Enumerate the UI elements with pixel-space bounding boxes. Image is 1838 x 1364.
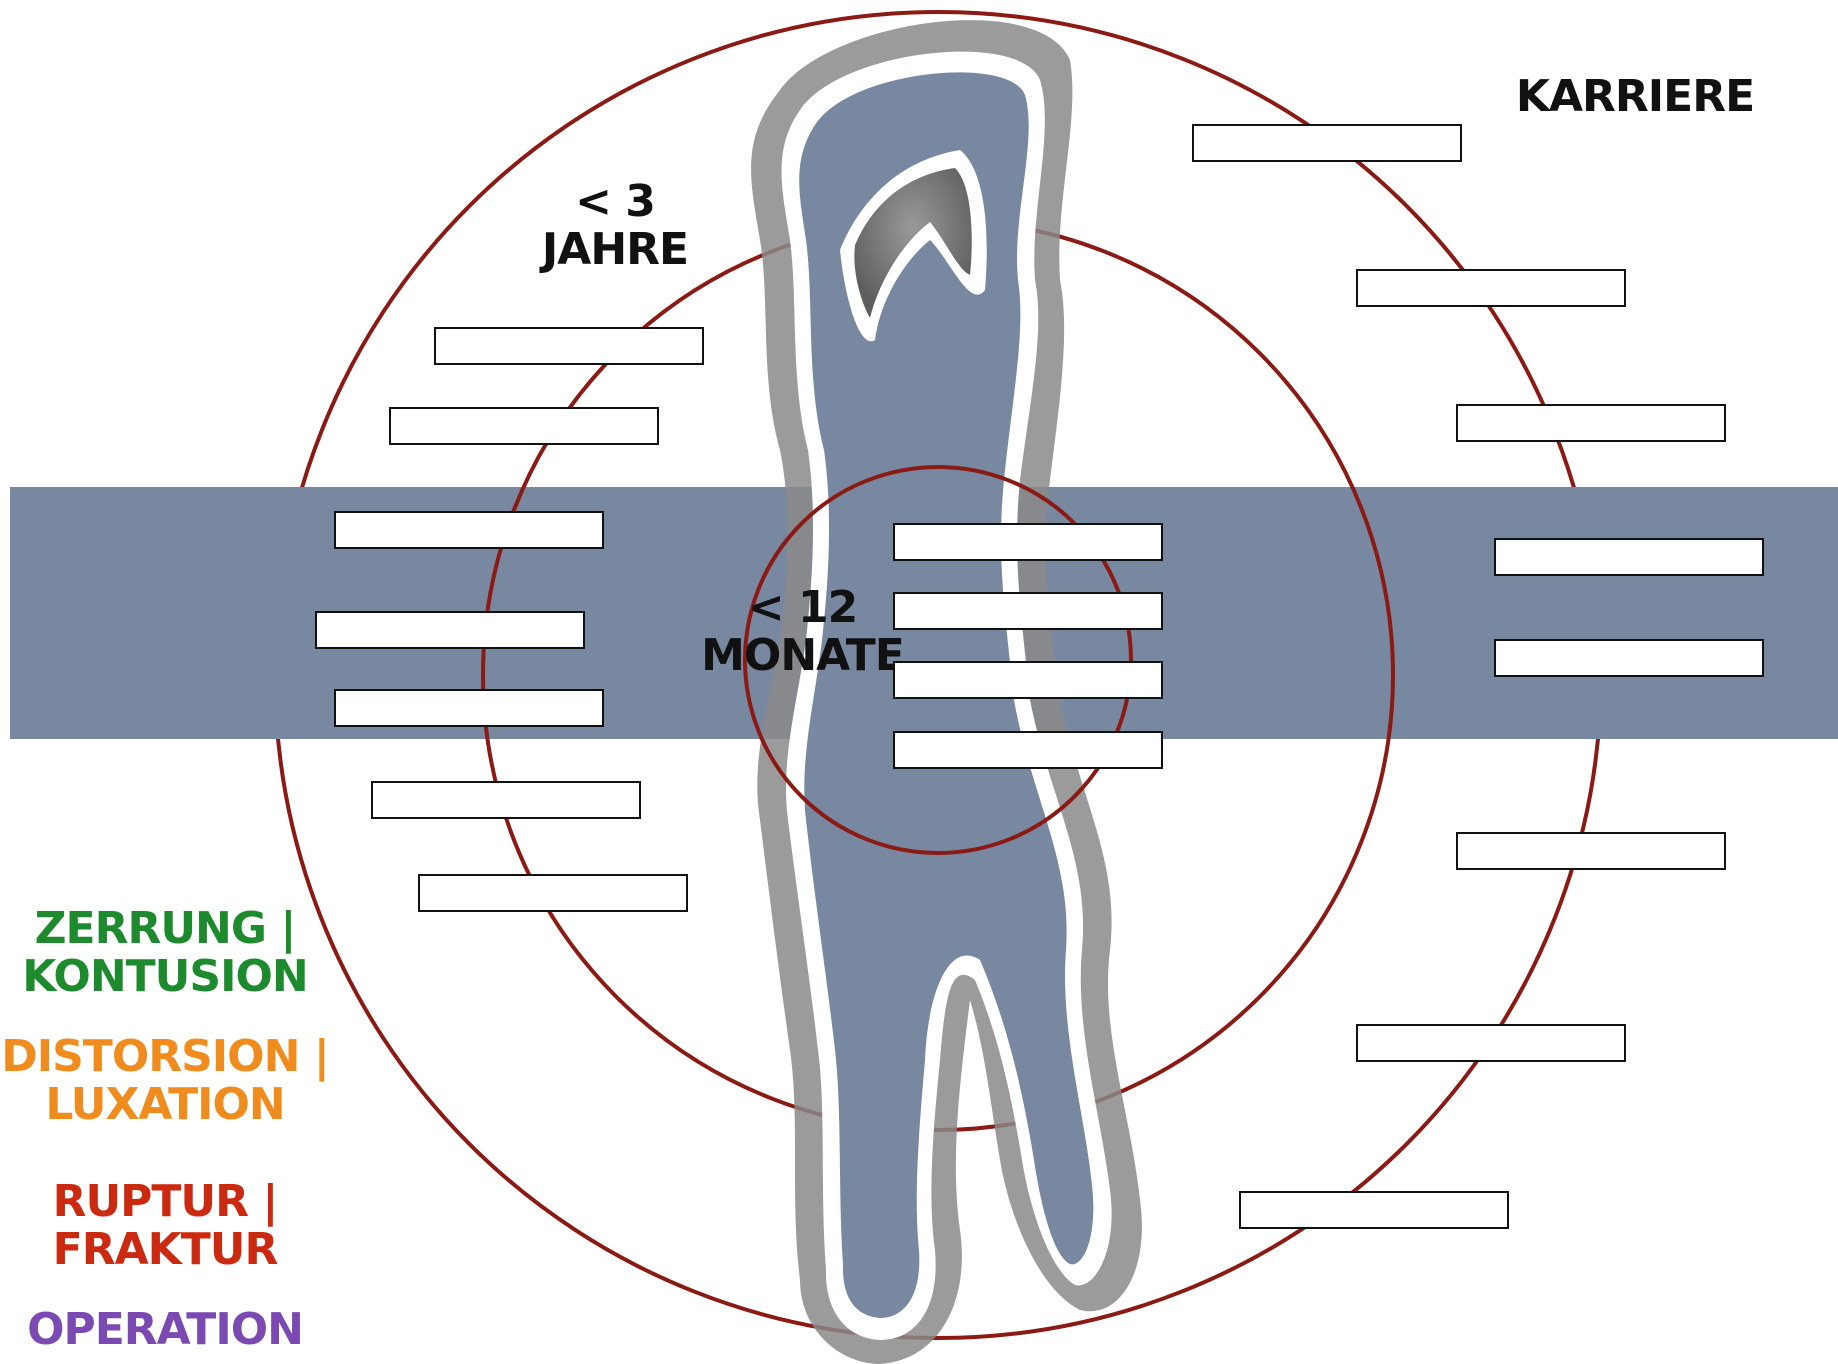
legend-rupture-line1: RUPTUR |: [0, 1178, 330, 1226]
legend-strain: ZERRUNG | KONTUSION: [0, 905, 330, 1002]
entry-box[interactable]: [334, 689, 604, 727]
entry-box[interactable]: [893, 592, 1163, 630]
label-career-text: KARRIERE: [1500, 73, 1770, 121]
legend-operation: OPERATION: [0, 1306, 330, 1354]
label-12-months-line2: MONATE: [700, 632, 905, 680]
entry-box[interactable]: [1356, 1024, 1626, 1062]
entry-box[interactable]: [1356, 269, 1626, 307]
entry-box[interactable]: [893, 523, 1163, 561]
entry-box[interactable]: [1494, 538, 1764, 576]
legend-strain-line2: KONTUSION: [0, 953, 330, 1001]
label-12-months-line1: < 12: [700, 584, 905, 632]
entry-box[interactable]: [1239, 1191, 1509, 1229]
legend-rupture-line2: FRAKTUR: [0, 1226, 330, 1274]
entry-box[interactable]: [389, 407, 659, 445]
entry-box[interactable]: [1192, 124, 1462, 162]
entry-box[interactable]: [893, 661, 1163, 699]
entry-box[interactable]: [434, 327, 704, 365]
entry-box[interactable]: [1494, 639, 1764, 677]
legend-sprain-line2: LUXATION: [0, 1081, 330, 1129]
label-12-months: < 12 MONATE: [700, 584, 905, 681]
entry-box[interactable]: [371, 781, 641, 819]
label-3-years: < 3 JAHRE: [530, 178, 700, 275]
legend-operation-line1: OPERATION: [0, 1306, 330, 1354]
entry-box[interactable]: [893, 731, 1163, 769]
legend-sprain: DISTORSION | LUXATION: [0, 1033, 330, 1130]
legend-rupture: RUPTUR | FRAKTUR: [0, 1178, 330, 1275]
entry-box[interactable]: [315, 611, 585, 649]
entry-box[interactable]: [1456, 832, 1726, 870]
entry-box[interactable]: [334, 511, 604, 549]
legend-strain-line1: ZERRUNG |: [0, 905, 330, 953]
legend-sprain-line1: DISTORSION |: [0, 1033, 330, 1081]
label-3-years-line1: < 3: [530, 178, 700, 226]
label-career: KARRIERE: [1500, 73, 1770, 121]
entry-box[interactable]: [1456, 404, 1726, 442]
entry-box[interactable]: [418, 874, 688, 912]
label-3-years-line2: JAHRE: [530, 226, 700, 274]
